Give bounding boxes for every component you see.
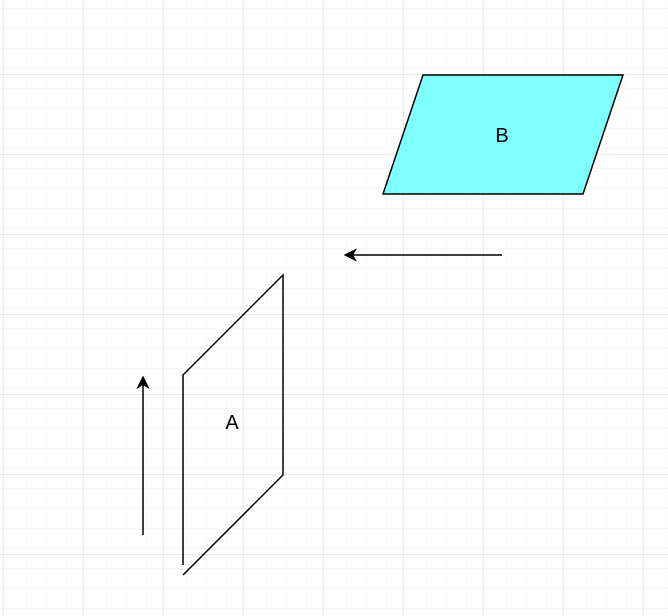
shape-a[interactable]: A	[182, 273, 284, 576]
shape-b-label: B	[495, 125, 508, 147]
shape-a-label: A	[225, 412, 239, 434]
shape-b-parallelogram[interactable]	[381, 74, 625, 195]
shape-b[interactable]: B	[381, 74, 625, 195]
shape-a-parallelogram[interactable]	[182, 273, 284, 576]
